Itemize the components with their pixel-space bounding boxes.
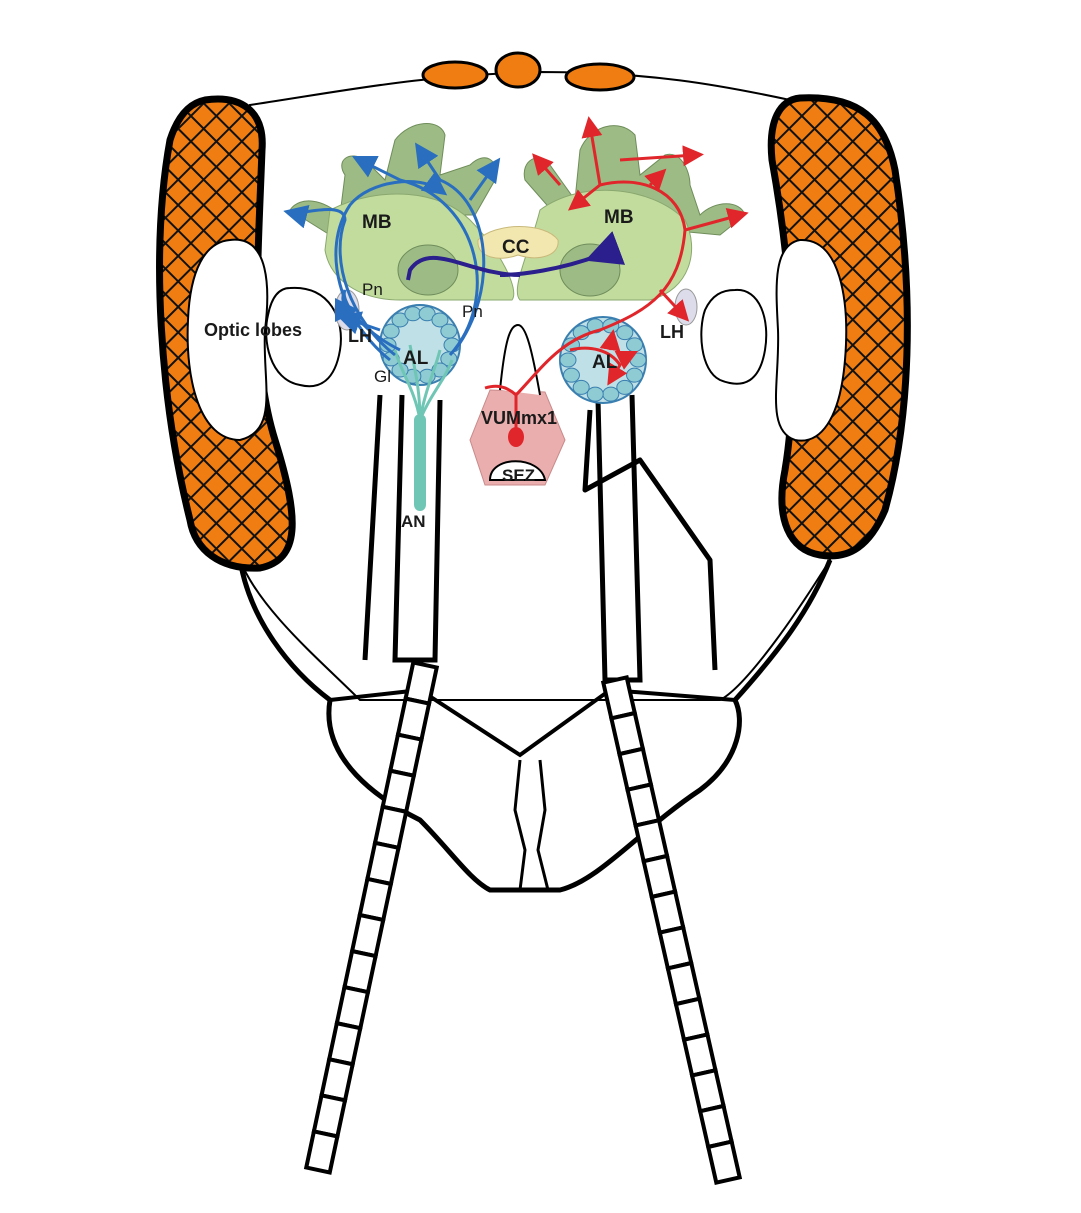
- antenna-segment: [311, 1092, 348, 1139]
- antenna-segment: [395, 696, 432, 743]
- glomerulus: [602, 386, 620, 402]
- glomerulus: [629, 352, 647, 368]
- antenna-segment: [326, 1020, 363, 1067]
- lateral-horn-right: [674, 288, 698, 326]
- antenna-segment: [705, 1139, 743, 1186]
- label-al-right: AL: [592, 352, 618, 373]
- antenna-segment: [334, 984, 371, 1031]
- antenna-segment: [403, 660, 440, 706]
- antenna-segment: [380, 768, 417, 815]
- label-lh-left: LH: [348, 326, 372, 346]
- antennal-shaft-left: [392, 394, 443, 663]
- esophagus-foramen: [488, 460, 547, 481]
- glomerulus: [559, 352, 577, 368]
- label-sez: SEZ: [502, 466, 535, 485]
- label-mb-right: MB: [604, 207, 634, 228]
- feedback-neuron: [406, 255, 600, 280]
- scape-outline-left: [362, 394, 718, 671]
- label-al-left: AL: [403, 348, 429, 369]
- label-pn-upper: Pn: [362, 280, 383, 299]
- antenna-segment: [365, 840, 401, 887]
- label-lh-right: LH: [660, 322, 684, 342]
- antenna-segment: [357, 876, 394, 923]
- projection-neuron-paths: [283, 142, 501, 362]
- glomerulus: [404, 306, 422, 322]
- vummx1-neuron: [484, 116, 749, 435]
- label-vummx1: VUMmx1: [481, 408, 557, 428]
- glomerulus: [616, 379, 634, 395]
- antenna-segment: [342, 948, 378, 995]
- label-pn-lower: Pn: [462, 302, 483, 321]
- antennal-shaft-right: [595, 394, 643, 683]
- antenna-segment: [303, 1129, 340, 1175]
- glomerulus: [586, 386, 604, 402]
- glomerulus: [626, 337, 644, 353]
- antenna-flagellum-right: [600, 674, 743, 1186]
- mandible-split: [513, 759, 550, 891]
- central-complex: [477, 226, 559, 259]
- glomerulus: [616, 325, 634, 341]
- label-an: AN: [401, 512, 426, 531]
- glomerulus: [431, 312, 449, 328]
- antenna-segment: [387, 732, 424, 779]
- ocelli: [421, 51, 636, 92]
- lobula-right: [700, 288, 768, 385]
- mushroom-body-left: [289, 123, 515, 301]
- glomerulus: [626, 367, 644, 383]
- label-mb-left: MB: [362, 212, 392, 233]
- label-cc: CC: [502, 237, 530, 258]
- glomerulus: [562, 367, 580, 383]
- optic-lobe-left: [186, 238, 269, 442]
- lower-face-outline: [237, 559, 833, 893]
- antenna-segment: [349, 912, 386, 959]
- label-optic-lobes: Optic lobes: [204, 320, 302, 340]
- label-gl: Gl: [374, 367, 391, 386]
- sensory-fibers: [393, 344, 454, 421]
- glomerulus: [382, 323, 400, 339]
- vum-soma: [508, 427, 524, 447]
- glomerulus: [440, 323, 458, 339]
- optic-lobe-right: [775, 238, 848, 442]
- antenna-segment: [372, 804, 409, 851]
- antenna-flagellum-left: [303, 660, 440, 1175]
- glomerulus: [572, 379, 590, 395]
- antenna-segment: [319, 1056, 356, 1103]
- clypeus-outline: [329, 687, 736, 758]
